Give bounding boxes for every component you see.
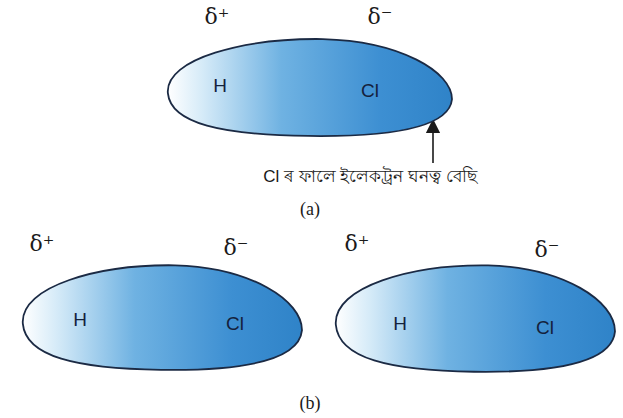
molecule-outline <box>168 39 452 136</box>
polar-molecule: H Cl <box>20 262 302 372</box>
partial-charge: δ⁺ <box>30 231 55 257</box>
atom-symbol: H <box>73 310 87 331</box>
electron-cloud <box>333 262 615 374</box>
partial-charge: δ⁺ <box>345 231 370 257</box>
atom-symbol: H <box>213 76 227 97</box>
electron-cloud <box>165 36 452 138</box>
partial-charge: δ⁻ <box>535 237 560 263</box>
atom-symbol: Cl <box>226 314 244 335</box>
partial-charge: δ⁻ <box>224 235 249 261</box>
polar-molecule: H Cl <box>165 36 452 138</box>
electron-cloud <box>20 262 302 372</box>
polar-molecule: H Cl <box>333 262 615 374</box>
atom-symbol: H <box>393 314 407 335</box>
pointer-arrow <box>432 126 434 163</box>
subfigure-label: (b) <box>300 393 321 415</box>
atom-symbol: Cl <box>361 81 379 102</box>
partial-charge: δ⁺ <box>205 4 230 30</box>
subfigure-label: (a) <box>300 199 320 221</box>
atom-symbol: Cl <box>536 318 554 339</box>
molecule-outline <box>336 265 615 372</box>
molecule-outline <box>23 265 302 370</box>
callout-note: Cl ৰ ফালে ইলেকট্ৰন ঘনত্ব বেছি <box>263 167 477 187</box>
partial-charge: δ⁻ <box>368 4 393 30</box>
